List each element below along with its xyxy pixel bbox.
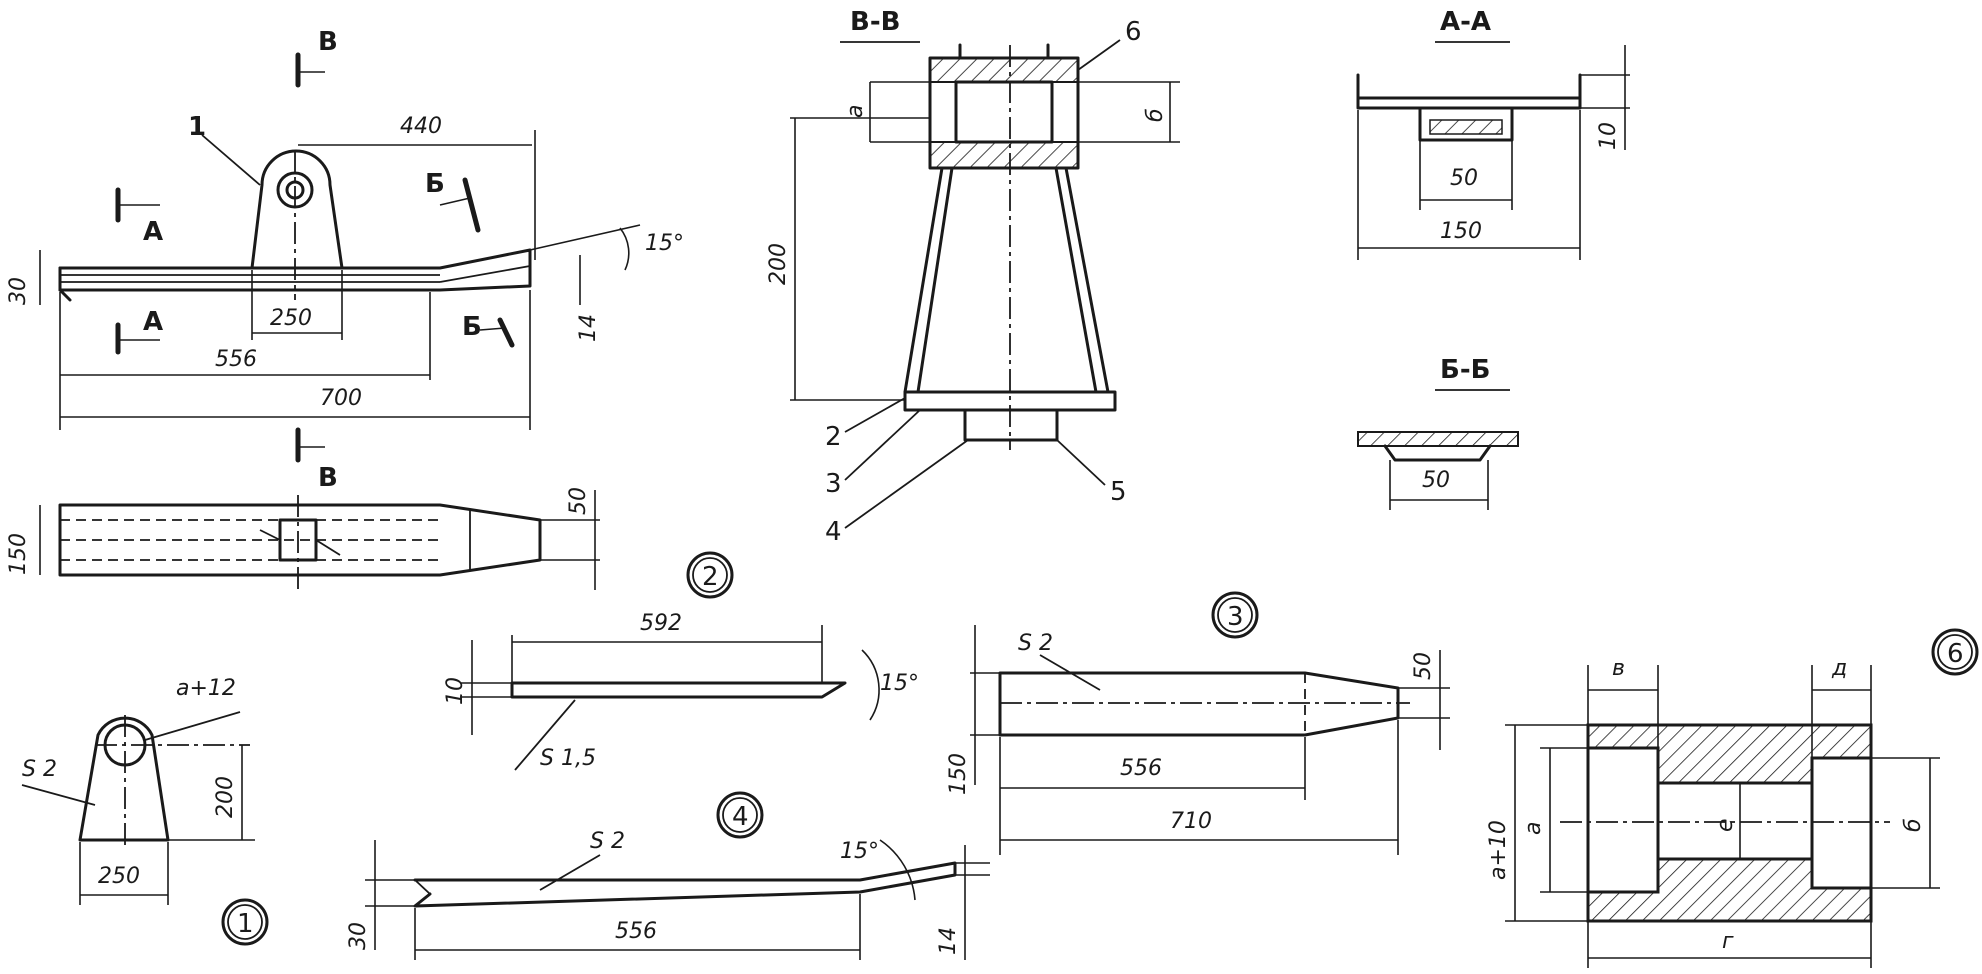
section-b-marker-top: В (318, 27, 338, 57)
dim-50-plan: 50 (566, 487, 591, 515)
part6-dim-d: д (1831, 656, 1847, 681)
dim-30: 30 (6, 277, 31, 305)
dim-700: 700 (320, 386, 362, 411)
part4-number: 4 (732, 802, 749, 832)
dim-556: 556 (215, 347, 257, 372)
section-aa-title: А-А (1440, 7, 1491, 37)
section-aa: А-А 10 50 150 (1356, 7, 1630, 260)
aa-dim-50: 50 (1450, 166, 1478, 191)
main-plan-view: 150 50 (6, 487, 600, 590)
part1-dim-200: 200 (213, 776, 238, 818)
section-bb-title: В-В (850, 7, 900, 37)
callout-4: 4 (825, 517, 842, 547)
part4-dim-15deg: 15° (840, 839, 879, 864)
callout-3: 3 (825, 469, 842, 499)
part2-dim-15deg: 15° (880, 671, 919, 696)
part2-dim-592: 592 (640, 611, 682, 636)
dim-14: 14 (576, 314, 601, 342)
callout-1: 1 (188, 112, 206, 142)
part6-dim-v: в (1612, 656, 1625, 681)
part-4: 4 S 2 15° 30 556 14 (346, 791, 990, 960)
section-bb: В-В а б 200 6 2 3 4 5 (766, 7, 1180, 547)
part3-dim-150: 150 (946, 753, 971, 795)
part-1: а+12 S 2 200 250 1 (21, 676, 269, 946)
part1-thickness: S 2 (22, 757, 57, 782)
callout-6: 6 (1125, 17, 1142, 47)
main-side-view: 440 15° 30 250 14 556 700 В В А (6, 27, 684, 493)
bb-dim-200: 200 (766, 243, 791, 285)
part1-dim-a12: а+12 (176, 676, 236, 701)
part4-dim-30: 30 (346, 922, 371, 950)
section-be-marker-top: Б (425, 169, 445, 199)
part3-dim-50: 50 (1411, 652, 1436, 680)
part2-dim-10: 10 (443, 677, 468, 705)
part4-outline (413, 861, 957, 908)
part2-number: 2 (702, 562, 719, 592)
part4-dim-14: 14 (936, 927, 961, 955)
part3-dim-710: 710 (1170, 809, 1212, 834)
part2-thickness: S 1,5 (540, 746, 596, 771)
part-2: 2 592 15° 10 S 1,5 (443, 551, 919, 771)
bb-dim-b: б (1143, 108, 1168, 122)
callout-5: 5 (1110, 477, 1127, 507)
aa-dim-150: 150 (1440, 219, 1482, 244)
part2-outline (510, 681, 847, 699)
part-6: 6 в д а+10 а е б г (1486, 628, 1979, 968)
callout-2: 2 (825, 422, 842, 452)
part3-dim-556: 556 (1120, 756, 1162, 781)
part6-dim-g: г (1722, 929, 1734, 954)
part1-outline (78, 716, 170, 842)
section-b-marker-bottom: В (318, 463, 338, 493)
bb-dim-a: а (843, 105, 868, 118)
part6-dim-e: е (1713, 818, 1738, 832)
section-be-marker-bottom: Б (462, 312, 482, 342)
bebe-dim-50: 50 (1422, 468, 1450, 493)
part3-outline (998, 671, 1400, 737)
section-a-marker-top: А (143, 217, 163, 247)
section-bebe: Б-Б 50 (1357, 355, 1519, 510)
part6-dim-a: а (1521, 822, 1546, 835)
part3-thickness: S 2 (1018, 631, 1053, 656)
part4-thickness: S 2 (590, 829, 625, 854)
aa-dim-10: 10 (1596, 122, 1621, 150)
section-bebe-title: Б-Б (1440, 355, 1490, 385)
part1-number: 1 (237, 909, 254, 939)
dim-250: 250 (270, 306, 312, 331)
part6-dim-a10: а+10 (1486, 820, 1511, 880)
section-a-marker-bottom: А (143, 307, 163, 337)
part1-dim-250: 250 (98, 864, 140, 889)
part4-dim-556: 556 (615, 919, 657, 944)
part6-number: 6 (1947, 639, 1964, 669)
dim-440: 440 (400, 114, 442, 139)
part3-number: 3 (1227, 602, 1244, 632)
dim-15deg: 15° (645, 231, 684, 256)
part6-dim-b: б (1901, 818, 1926, 832)
dim-150-plan: 150 (6, 533, 31, 575)
bracket-outline (250, 149, 344, 270)
part-3: 3 S 2 50 150 556 710 (946, 591, 1450, 855)
